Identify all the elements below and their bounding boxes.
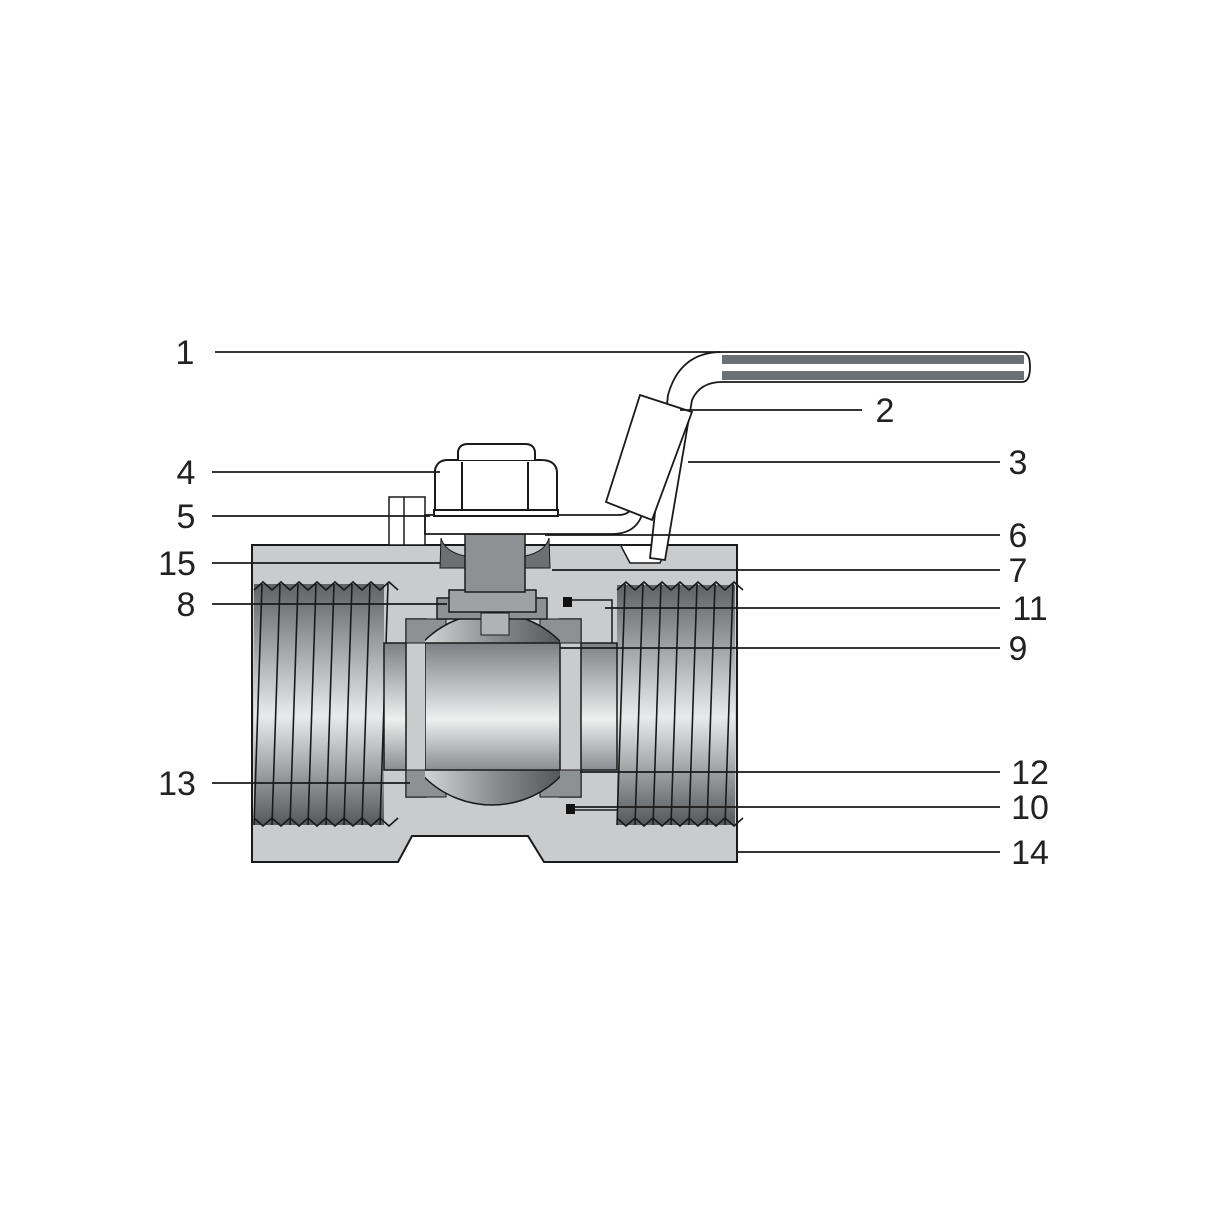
callout-label-13: 13 [158, 765, 196, 803]
callout-label-7: 7 [1009, 552, 1028, 590]
callout-label-10: 10 [1011, 789, 1049, 827]
callout-label-8: 8 [177, 586, 196, 624]
thread-line [724, 583, 734, 826]
handle-lever [649, 351, 1031, 562]
callout-label-4: 4 [177, 454, 196, 492]
callout-label-3: 3 [1009, 444, 1028, 482]
thread-line [253, 583, 263, 826]
thread-line [271, 583, 281, 826]
thread-crest [616, 580, 744, 592]
nut [434, 459, 558, 511]
thrust-washer [448, 589, 537, 613]
ball [425, 612, 560, 806]
right-thread [617, 585, 735, 825]
thread-crest [616, 816, 744, 828]
callout-label-11: 11 [1012, 590, 1047, 628]
thread-line [289, 583, 299, 826]
callout-label-2: 2 [876, 392, 895, 430]
thread-line [688, 583, 698, 826]
thread-line [652, 583, 662, 826]
callout-label-12: 12 [1011, 754, 1049, 792]
thread-line [706, 583, 716, 826]
callout-label-14: 14 [1011, 834, 1049, 872]
handle-grip [604, 393, 694, 522]
thread-line [307, 583, 317, 826]
thread-line [634, 583, 644, 826]
thread-crest [253, 816, 399, 828]
callout-label-1: 1 [176, 334, 195, 372]
thread-line [361, 583, 371, 826]
callout-label-6: 6 [1009, 517, 1028, 555]
thread-line [343, 583, 353, 826]
thread-line [670, 583, 680, 826]
stem [464, 533, 526, 593]
callout-label-15: 15 [158, 545, 196, 583]
thread-line [616, 583, 626, 826]
callout-label-5: 5 [177, 498, 196, 536]
thread-crest [253, 580, 399, 592]
stop-pin [388, 496, 426, 546]
callout-label-9: 9 [1009, 630, 1028, 668]
thread-line [325, 583, 335, 826]
